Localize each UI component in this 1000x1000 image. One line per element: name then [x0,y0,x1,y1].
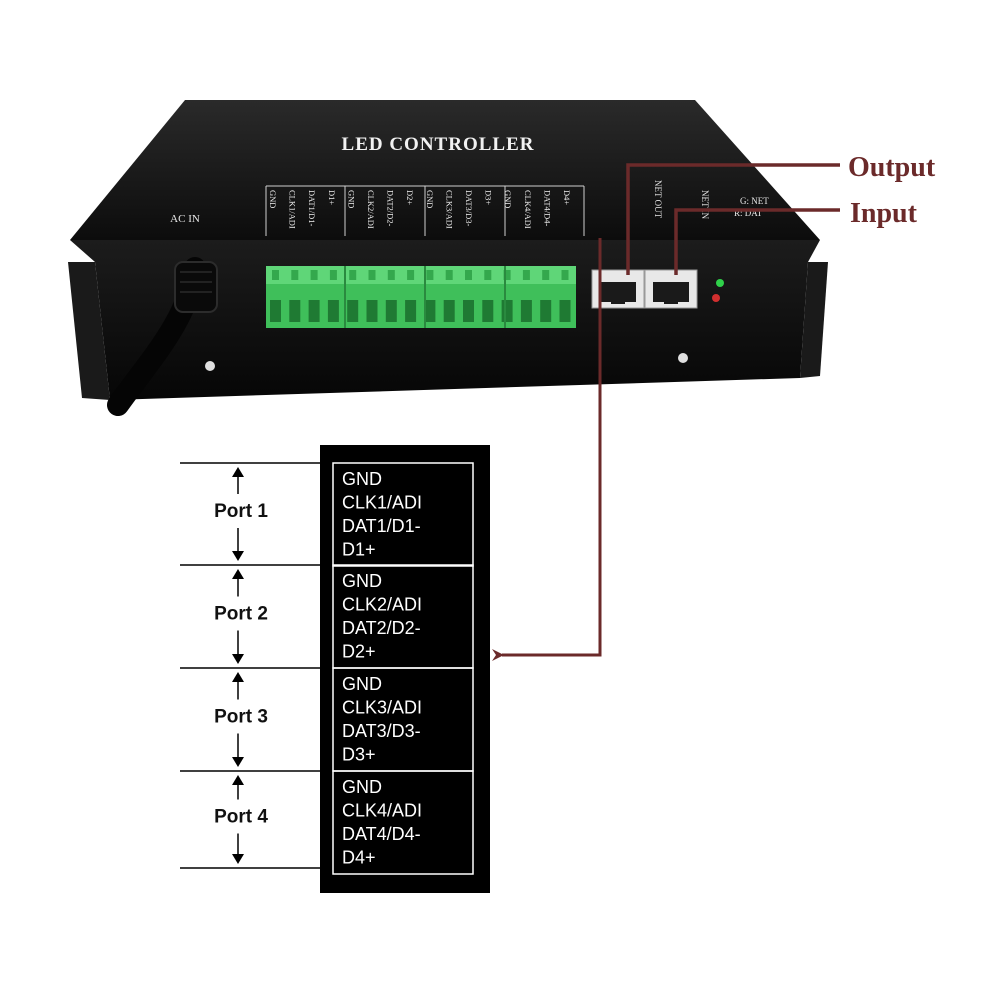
terminal-screw-slot [559,300,571,322]
terminal-top-slot [484,270,492,280]
terminal-screw-slot [424,300,436,322]
port-pin-label: DAT3/D3- [342,721,421,741]
terminal-screw-slot [270,300,281,322]
device-top-panel [70,100,820,240]
terminal-block [266,266,576,328]
port-pin-label: CLK4/ADI [342,801,422,821]
terminal-label: CLK3/ADI [444,190,454,229]
terminal-label: GND [268,190,278,208]
net-in-label: NET IN [700,190,710,220]
input-label: Input [850,198,918,229]
port-label: Port 4 [214,807,268,828]
rj45-net-in-port [644,269,698,309]
port-pin-label: CLK2/ADI [342,595,422,615]
port-brackets: Port 1 Port 2 Port 3 Port 4 [180,462,320,869]
terminal-screw-slot [443,300,455,322]
terminal-top-slot [272,270,279,280]
terminal-top-slot [561,270,569,280]
ac-in-label: AC IN [170,213,200,225]
port-pin-label: GND [342,674,382,694]
terminal-top-slot [522,270,530,280]
terminal-screw-slot [520,300,532,322]
terminal-top-slot [291,270,299,280]
terminal-screw-slot [482,300,494,322]
port-pin-label: D3+ [342,745,376,765]
led-label-r-dat: R: DAT [734,208,763,218]
led-controller-device: LED CONTROLLER AC IN GND CLK1/ADI DAT1/D1-… [68,100,828,416]
device-title: LED CONTROLLER [342,134,535,155]
terminal-label: DAT1/D1- [307,190,317,227]
terminal-label: CLK2/ADI [366,190,376,229]
terminal-top-slot [368,270,376,280]
port-pin-label: GND [342,469,382,489]
terminal-label: DAT4/D4- [542,190,552,227]
terminal-top-slot [407,270,415,280]
terminal-label: D3+ [484,190,494,205]
terminal-screw-slot [289,300,301,322]
terminal-screw-slot [540,300,552,322]
port-pin-label: CLK1/ADI [342,493,422,513]
terminal-label: GND [425,190,435,208]
terminal-top-slot [329,270,337,280]
terminal-label-strip: GND CLK1/ADI DAT1/D1- D1+ GND CLK2/ADI DAT2/D2… [265,185,585,236]
port-pin-label: DAT1/D1- [342,516,421,536]
terminal-screw-slot [405,300,417,322]
port-label: Port 3 [214,707,268,728]
mount-hole-right [678,353,688,363]
terminal-label: GND [346,190,356,208]
terminal-screw-slot [347,300,359,322]
led-label-g-net: G: NET [740,196,769,206]
terminal-label: CLK4/ADI [523,190,533,229]
terminal-screw-slot [366,300,378,322]
terminal-label: DAT2/D2- [386,190,396,227]
device-side-flange-left [68,262,110,400]
terminal-top-slot [387,270,395,280]
terminal-top-slot [465,270,472,280]
terminal-top-slot [426,270,434,280]
terminal-screw-slot [308,300,320,322]
terminal-label: D4+ [562,190,572,205]
port-pin-label: GND [342,571,382,591]
port-pin-label: GND [342,777,382,797]
terminal-label: CLK1/ADI [288,190,298,229]
port-label: Port 1 [214,501,268,522]
terminal-top-slot [542,270,550,280]
terminal-screw-slot [501,300,513,322]
terminal-callout-arrow [492,238,602,661]
net-out-label: NET OUT [653,180,663,219]
port-label: Port 2 [214,604,268,625]
port-pin-label: D1+ [342,540,376,560]
terminal-label: D2+ [405,190,415,205]
port-pin-label: D2+ [342,642,376,662]
mount-hole-left [205,361,215,371]
port-pin-label: D4+ [342,848,376,868]
terminal-screw-slot [385,300,397,322]
port-pin-label: DAT2/D2- [342,618,421,638]
port-pin-label: CLK3/ADI [342,698,422,718]
led-indicator-green [716,279,724,287]
input-callout: Input [674,198,918,275]
terminal-screw-slot [463,300,474,322]
port-pin-label: DAT4/D4- [342,824,421,844]
terminal-label: DAT3/D3- [464,190,474,227]
terminal-top-slot [503,270,511,280]
device-side-flange-right [800,262,828,378]
terminal-top-slot [349,270,357,280]
terminal-label: GND [503,190,513,208]
terminal-label: D1+ [327,190,337,205]
led-indicator-red [712,294,720,302]
terminal-top-slot [310,270,318,280]
power-cable [107,257,218,416]
terminal-screw-slot [327,300,339,322]
port-pin-box [332,462,474,567]
pinout-panel: GND CLK1/ADI DAT1/D1- D1+ GND CLK2/ADI DAT2/D2… [320,445,490,893]
output-callout: Output [626,152,936,275]
terminal-top-slot [445,270,453,280]
output-label: Output [848,152,936,183]
port-pin-box [332,770,474,875]
